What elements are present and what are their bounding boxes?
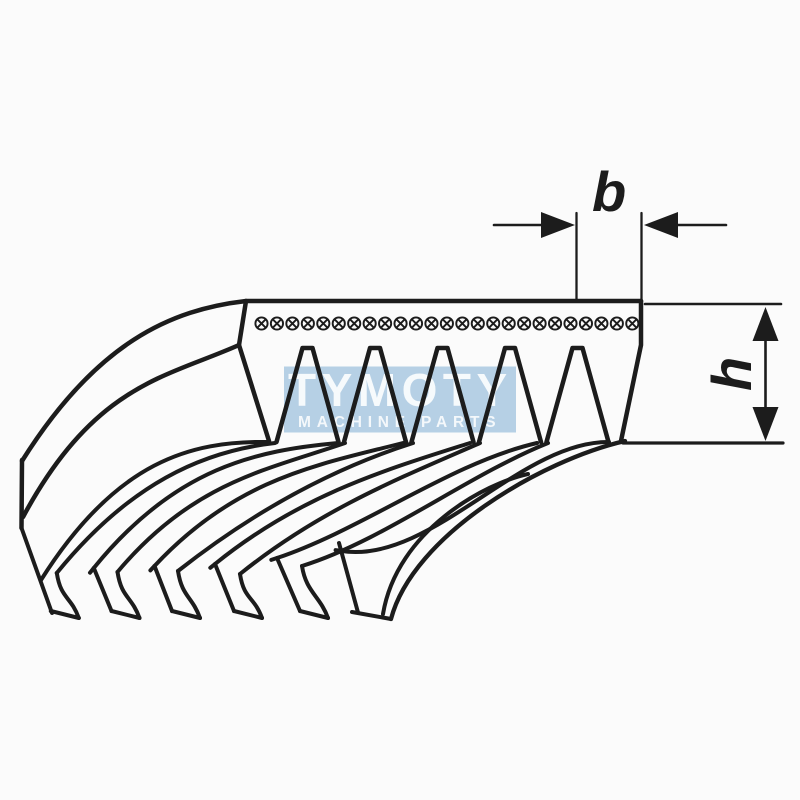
svg-text:b: b [592,160,626,223]
svg-text:TYMOTY: TYMOTY [288,364,513,416]
svg-text:h: h [700,357,763,391]
